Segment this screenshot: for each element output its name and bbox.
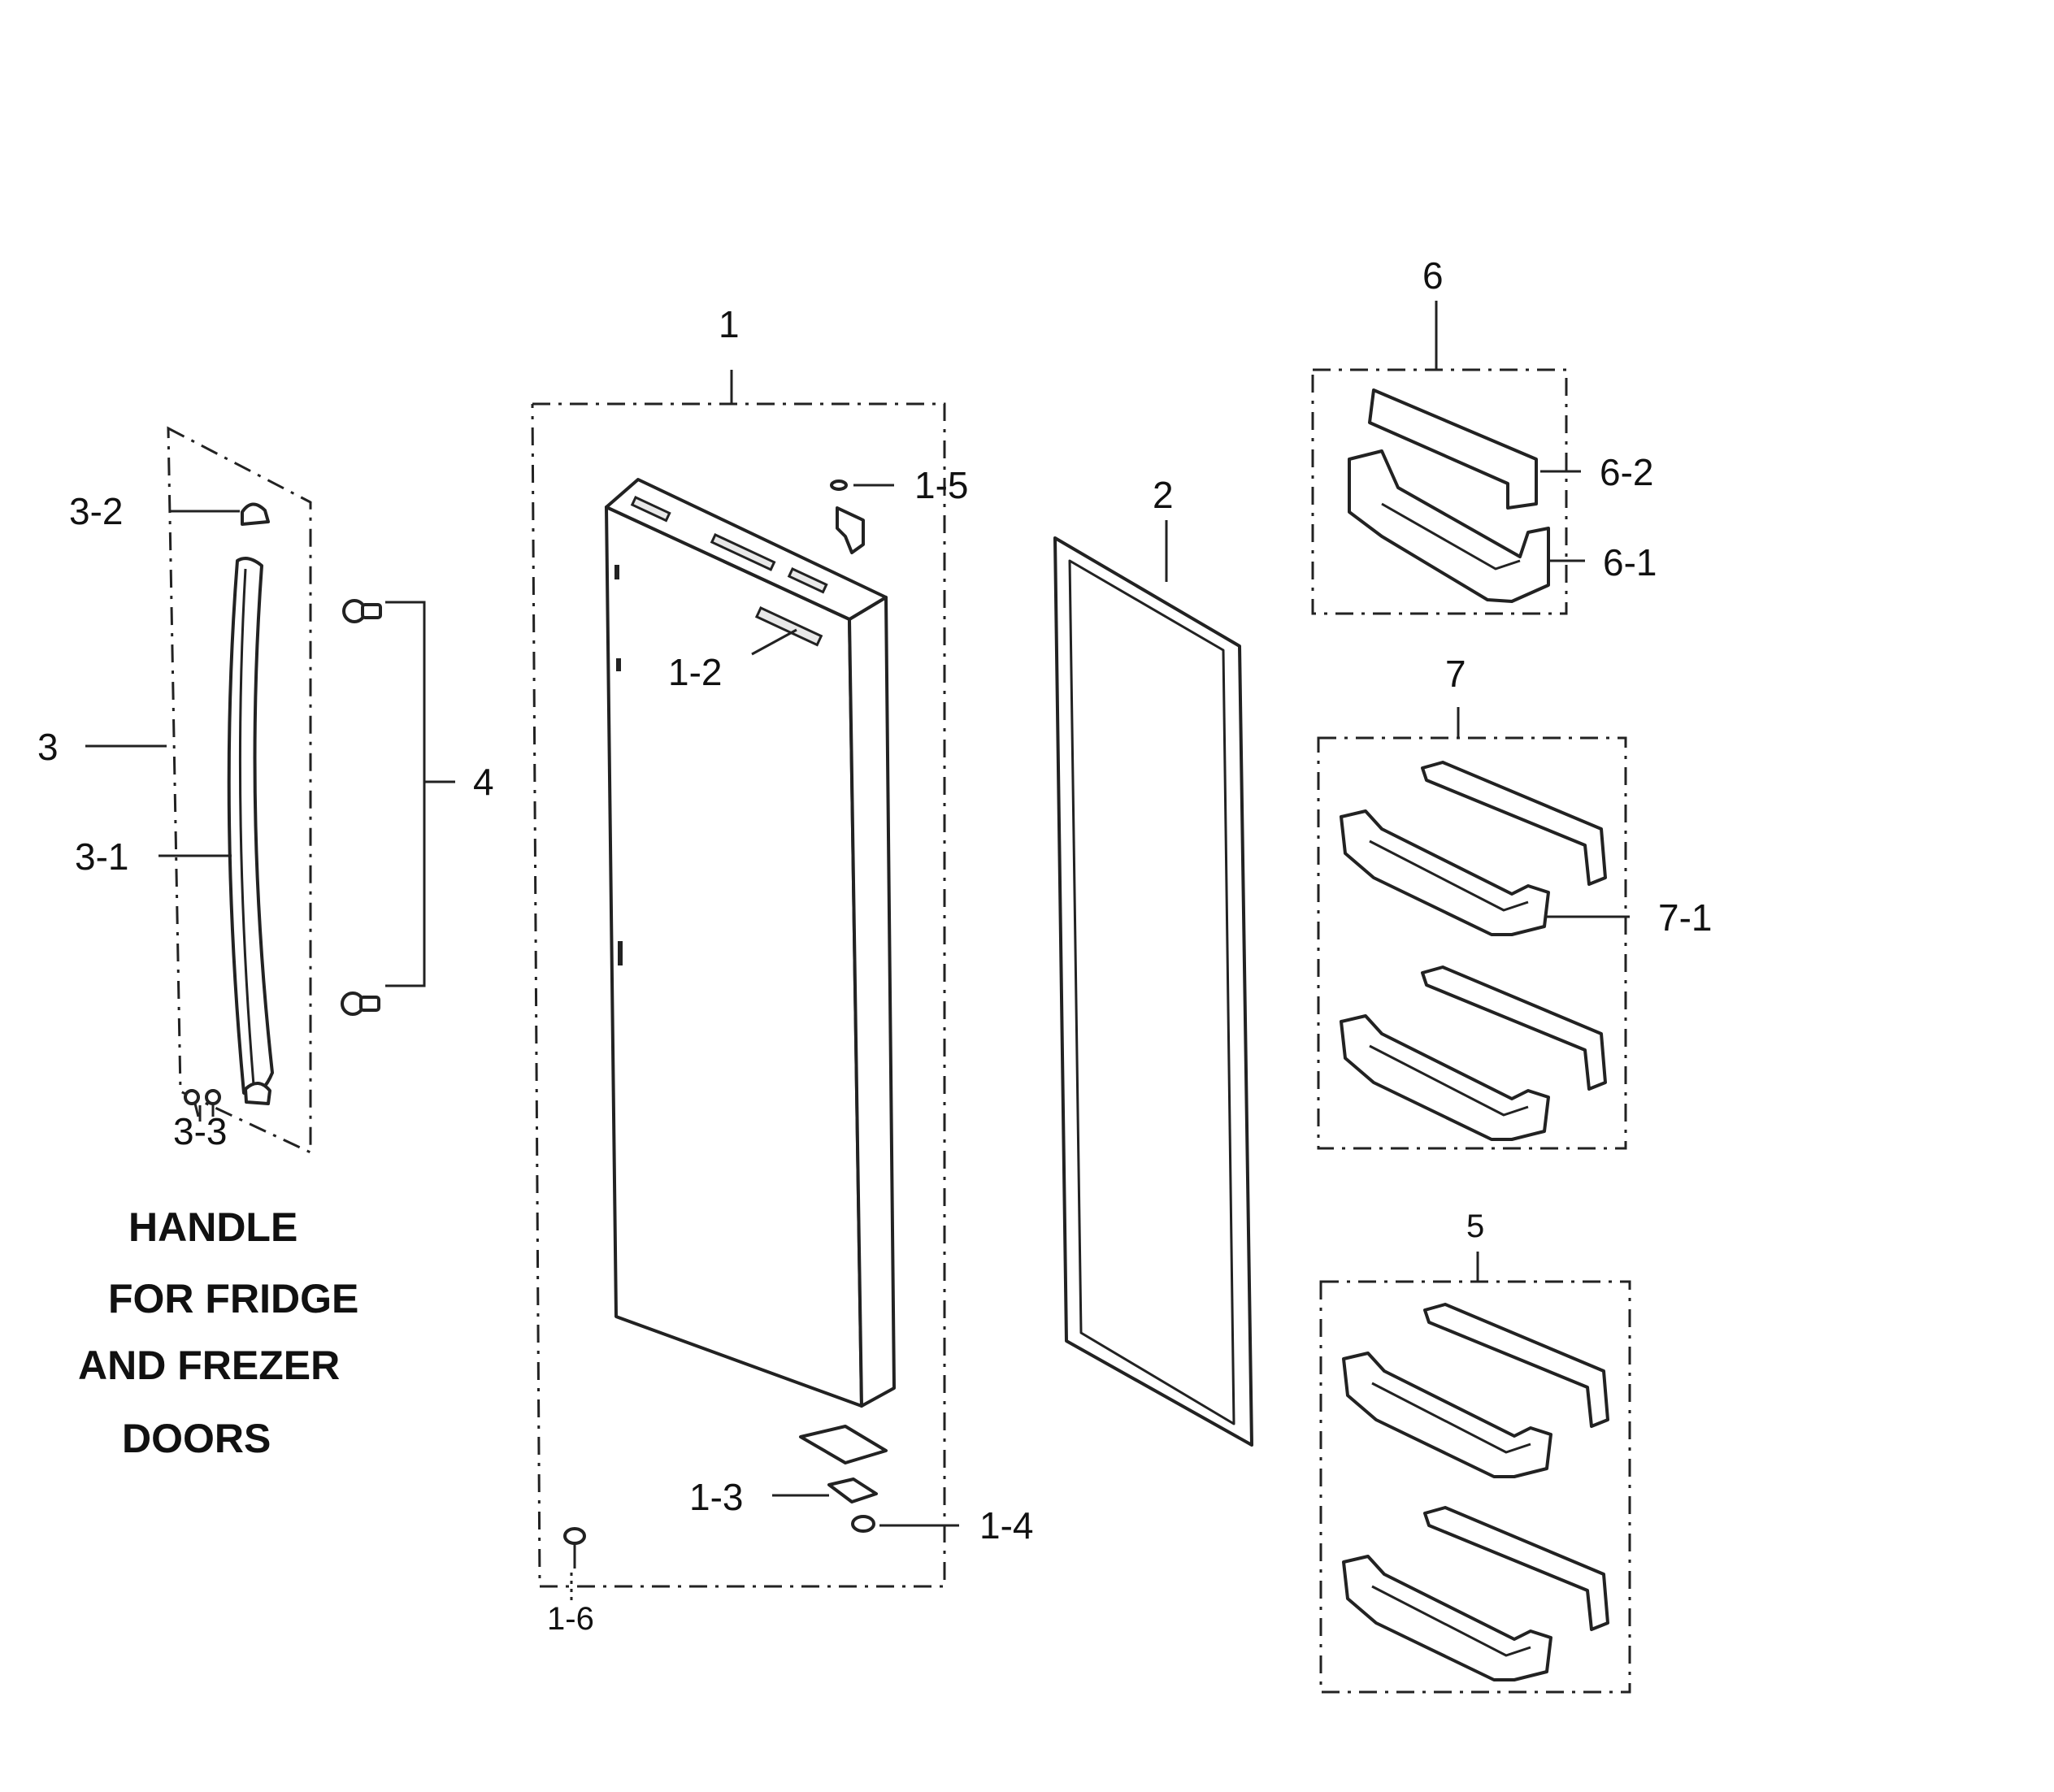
door-assembly: 1 1-5 1-2 1-3 bbox=[531, 303, 1033, 1637]
door-mark-1 bbox=[614, 565, 619, 579]
caption-line-4: DOORS bbox=[122, 1416, 271, 1461]
shelf-bin-5-lower bbox=[1342, 1506, 1609, 1681]
callout-1-2: 1-2 bbox=[668, 651, 722, 693]
shelf-group-7-boundary bbox=[1317, 736, 1627, 1150]
callout-7-1: 7-1 bbox=[1658, 896, 1712, 939]
handle-group: 3-2 3 3-1 3-3 bbox=[37, 426, 312, 1155]
door-mark-3 bbox=[618, 941, 623, 965]
handle-bar bbox=[227, 557, 274, 1096]
door-gasket: 2 bbox=[1053, 474, 1253, 1447]
bottom-hinge-bracket bbox=[799, 1425, 888, 1503]
handle-group-boundary bbox=[167, 426, 312, 1155]
hinge-pin-top bbox=[830, 479, 865, 554]
handle-bar-inner-line bbox=[238, 568, 255, 1086]
callout-5: 5 bbox=[1466, 1208, 1484, 1244]
shelf-group-7: 7 7-1 bbox=[1317, 653, 1712, 1150]
shelf-group-5: 5 bbox=[1319, 1208, 1631, 1694]
shelf-bin-7-lower bbox=[1340, 965, 1607, 1141]
handle-bottom-cap bbox=[244, 1082, 271, 1105]
callout-6-2: 6-2 bbox=[1600, 451, 1653, 493]
callout-4: 4 bbox=[473, 761, 494, 803]
callout-1-3: 1-3 bbox=[689, 1476, 743, 1518]
shelf-group-6: 6 6-2 6-1 bbox=[1311, 254, 1657, 615]
door-mark-2 bbox=[616, 658, 621, 671]
door-panel bbox=[605, 505, 863, 1408]
callout-3-3: 3-3 bbox=[173, 1110, 227, 1152]
bracket-4 bbox=[385, 601, 426, 987]
screw-group: 4 bbox=[341, 599, 494, 1016]
door-badge bbox=[754, 606, 823, 647]
callout-2: 2 bbox=[1153, 474, 1174, 516]
screw-top bbox=[342, 599, 382, 623]
callout-1-5: 1-5 bbox=[914, 464, 968, 506]
shelf-group-6-boundary bbox=[1311, 368, 1568, 615]
callout-3-2: 3-2 bbox=[69, 490, 123, 532]
callout-1: 1 bbox=[719, 303, 740, 345]
shelf-cover-6-2 bbox=[1368, 388, 1538, 510]
shelf-bin-6-1 bbox=[1348, 449, 1550, 603]
hinge-washer bbox=[851, 1515, 875, 1533]
caption-line-1: HANDLE bbox=[128, 1204, 297, 1250]
shelf-bin-5-upper bbox=[1342, 1303, 1609, 1478]
gasket-inner bbox=[1068, 559, 1235, 1425]
door-top-cap-details bbox=[630, 496, 828, 594]
callout-7: 7 bbox=[1445, 653, 1466, 695]
callout-3-1: 3-1 bbox=[75, 835, 128, 878]
screw-bottom bbox=[341, 991, 380, 1016]
shelf-bin-7-upper bbox=[1340, 761, 1607, 936]
shelf-group-5-boundary bbox=[1319, 1280, 1631, 1694]
caption-line-3: AND FREZER bbox=[78, 1343, 340, 1388]
shelf-bin-6-1-lip bbox=[1381, 502, 1521, 571]
callout-6-1: 6-1 bbox=[1603, 541, 1657, 584]
callout-1-4: 1-4 bbox=[979, 1504, 1033, 1547]
door-assembly-boundary bbox=[531, 402, 946, 1588]
caption-line-2: FOR FRIDGE bbox=[108, 1276, 358, 1321]
callout-6: 6 bbox=[1422, 254, 1444, 297]
gasket-outer bbox=[1053, 536, 1253, 1447]
callout-1-6: 1-6 bbox=[547, 1601, 594, 1637]
diagram-caption: HANDLE FOR FRIDGE AND FREZER DOORS bbox=[78, 1204, 358, 1461]
bottom-screw bbox=[563, 1527, 586, 1569]
leader-1-2 bbox=[751, 628, 797, 656]
handle-top-cap bbox=[241, 502, 270, 526]
handle-screws bbox=[184, 1089, 221, 1117]
callout-3: 3 bbox=[37, 726, 59, 768]
